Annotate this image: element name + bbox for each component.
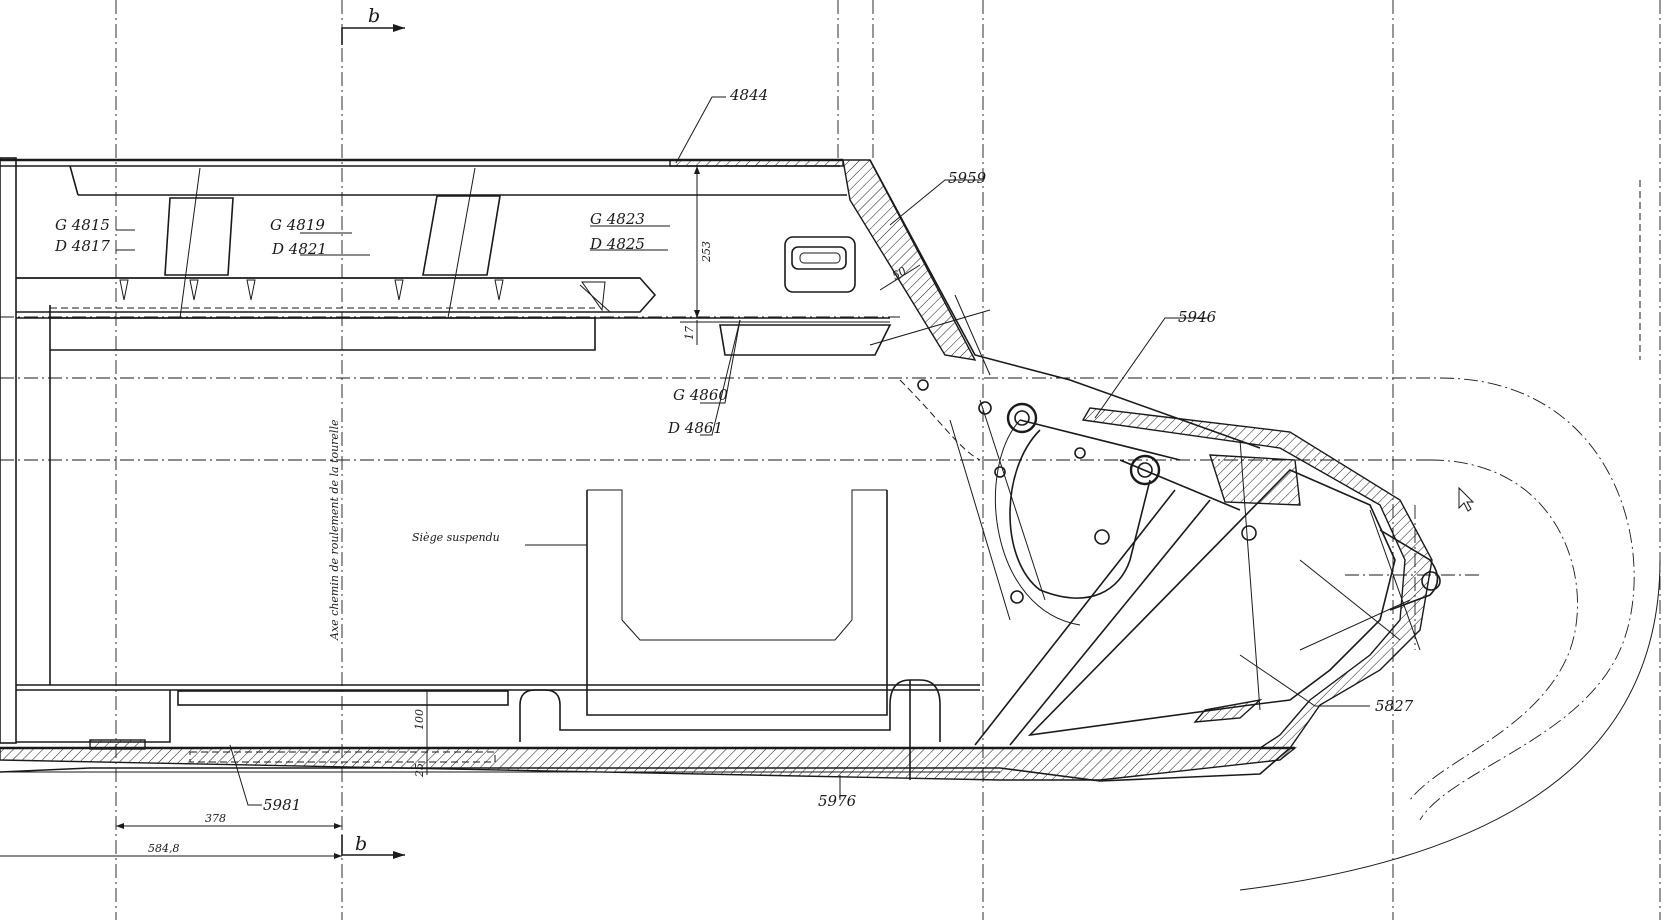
label-5959: 5959 bbox=[948, 169, 987, 187]
hull-upper bbox=[0, 157, 1261, 744]
leader-lines bbox=[116, 96, 1370, 806]
annotation-turret-race-axis: Axe chemin de roulement de la tourelle bbox=[328, 419, 341, 641]
label-d4821: D 4821 bbox=[271, 240, 327, 258]
label-5946: 5946 bbox=[1178, 308, 1217, 326]
dimensions: 253 17 50 100 25 378 584,8 bbox=[0, 166, 921, 859]
label-4844: 4844 bbox=[729, 86, 768, 104]
label-g4860: G 4860 bbox=[673, 386, 728, 404]
dim-50: 50 bbox=[890, 264, 909, 282]
annotation-siege-suspendu: Siège suspendu bbox=[412, 531, 500, 544]
section-label-top: b bbox=[368, 5, 380, 27]
section-label-bottom: b bbox=[355, 833, 367, 855]
dim-584-8: 584,8 bbox=[148, 842, 180, 855]
label-d4817: D 4817 bbox=[54, 237, 110, 255]
rear-housing bbox=[869, 294, 1475, 749]
label-5827: 5827 bbox=[1375, 697, 1414, 715]
label-5976: 5976 bbox=[818, 792, 857, 810]
label-g4819: G 4819 bbox=[270, 216, 325, 234]
label-d4861: D 4861 bbox=[667, 419, 723, 437]
section-marker-bottom: b bbox=[341, 833, 405, 859]
dim-378: 378 bbox=[205, 812, 226, 825]
dim-100: 100 bbox=[413, 709, 426, 730]
label-5981: 5981 bbox=[263, 796, 301, 814]
dim-25: 25 bbox=[413, 763, 426, 778]
part-labels: 4844 5959 5946 5827 5981 5976 G 4815 D 4… bbox=[54, 86, 1414, 814]
suspended-seat bbox=[525, 489, 888, 716]
dim-253: 253 bbox=[700, 241, 713, 263]
label-g4815: G 4815 bbox=[55, 216, 110, 234]
dim-17: 17 bbox=[683, 326, 696, 340]
section-marker-top: b bbox=[341, 5, 405, 45]
label-g4823: G 4823 bbox=[590, 210, 645, 228]
hull-floor bbox=[0, 679, 1297, 782]
annotations: Siège suspendu Axe chemin de roulement d… bbox=[328, 419, 500, 641]
label-d4825: D 4825 bbox=[589, 235, 645, 253]
